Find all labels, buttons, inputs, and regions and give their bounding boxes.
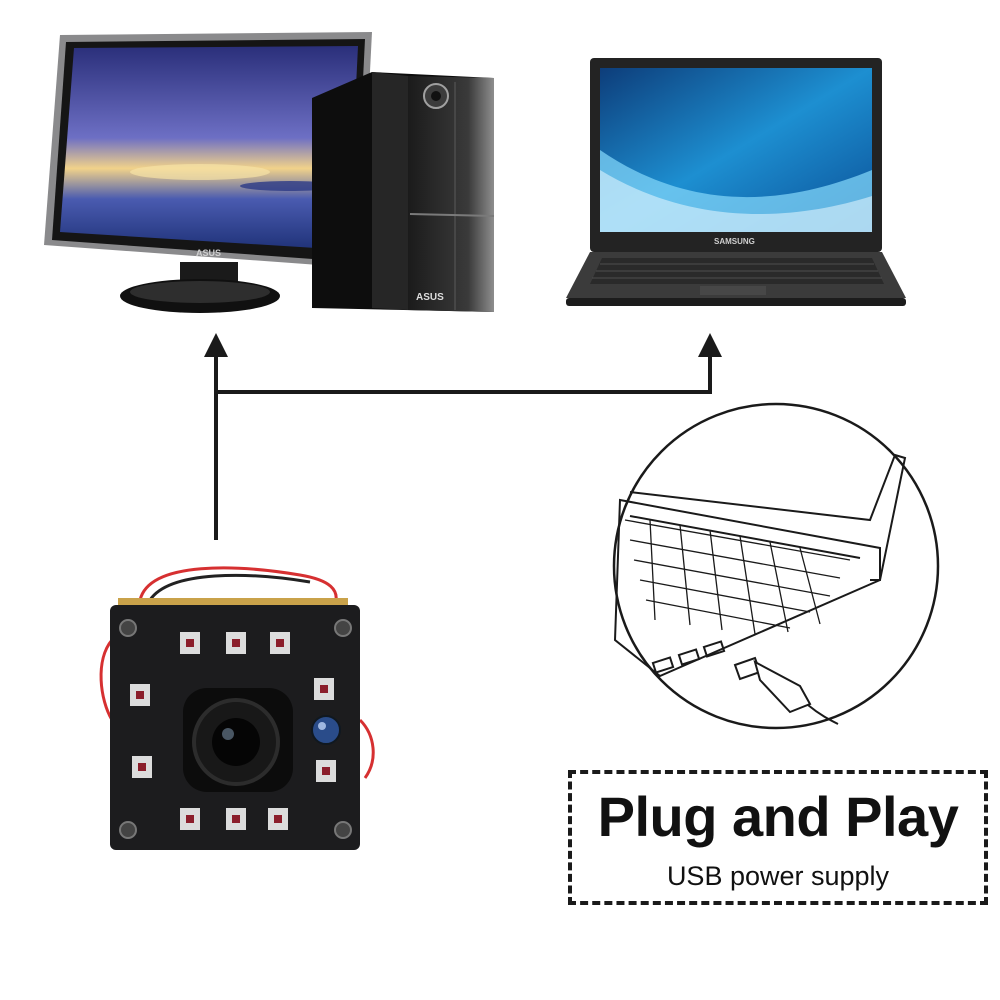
laptop-computer: SAMSUNG	[566, 58, 906, 306]
ir-led-group	[130, 632, 336, 830]
laptop-touchpad	[700, 286, 766, 295]
laptop-brand-label: SAMSUNG	[714, 237, 755, 246]
screw-icon	[119, 821, 137, 839]
desktop-computer: ASUS ASUS	[44, 32, 495, 313]
usb-plug-icon	[733, 656, 839, 725]
desktop-monitor: ASUS	[44, 32, 372, 313]
monitor-brand-label: ASUS	[196, 248, 221, 258]
desktop-screen	[60, 46, 358, 250]
callout-subtitle: USB power supply	[666, 861, 890, 891]
usb-port-icon	[651, 640, 726, 674]
camera-lens	[183, 688, 293, 792]
closeup-keyboard	[624, 519, 851, 635]
screw-icon	[334, 821, 352, 839]
tower-brand-label: ASUS	[416, 292, 444, 303]
usb-camera-module	[99, 566, 375, 850]
desktop-tower: ASUS	[312, 72, 495, 312]
arrow-to-laptop	[216, 333, 722, 394]
screw-icon	[334, 619, 352, 637]
screw-icon	[119, 619, 137, 637]
capacitor-icon	[311, 715, 341, 745]
callout-title: Plug and Play	[597, 785, 959, 848]
plug-and-play-callout: Plug and Play USB power supply	[568, 770, 988, 905]
connection-arrows	[204, 333, 722, 540]
usb-closeup-illustration	[612, 402, 940, 730]
